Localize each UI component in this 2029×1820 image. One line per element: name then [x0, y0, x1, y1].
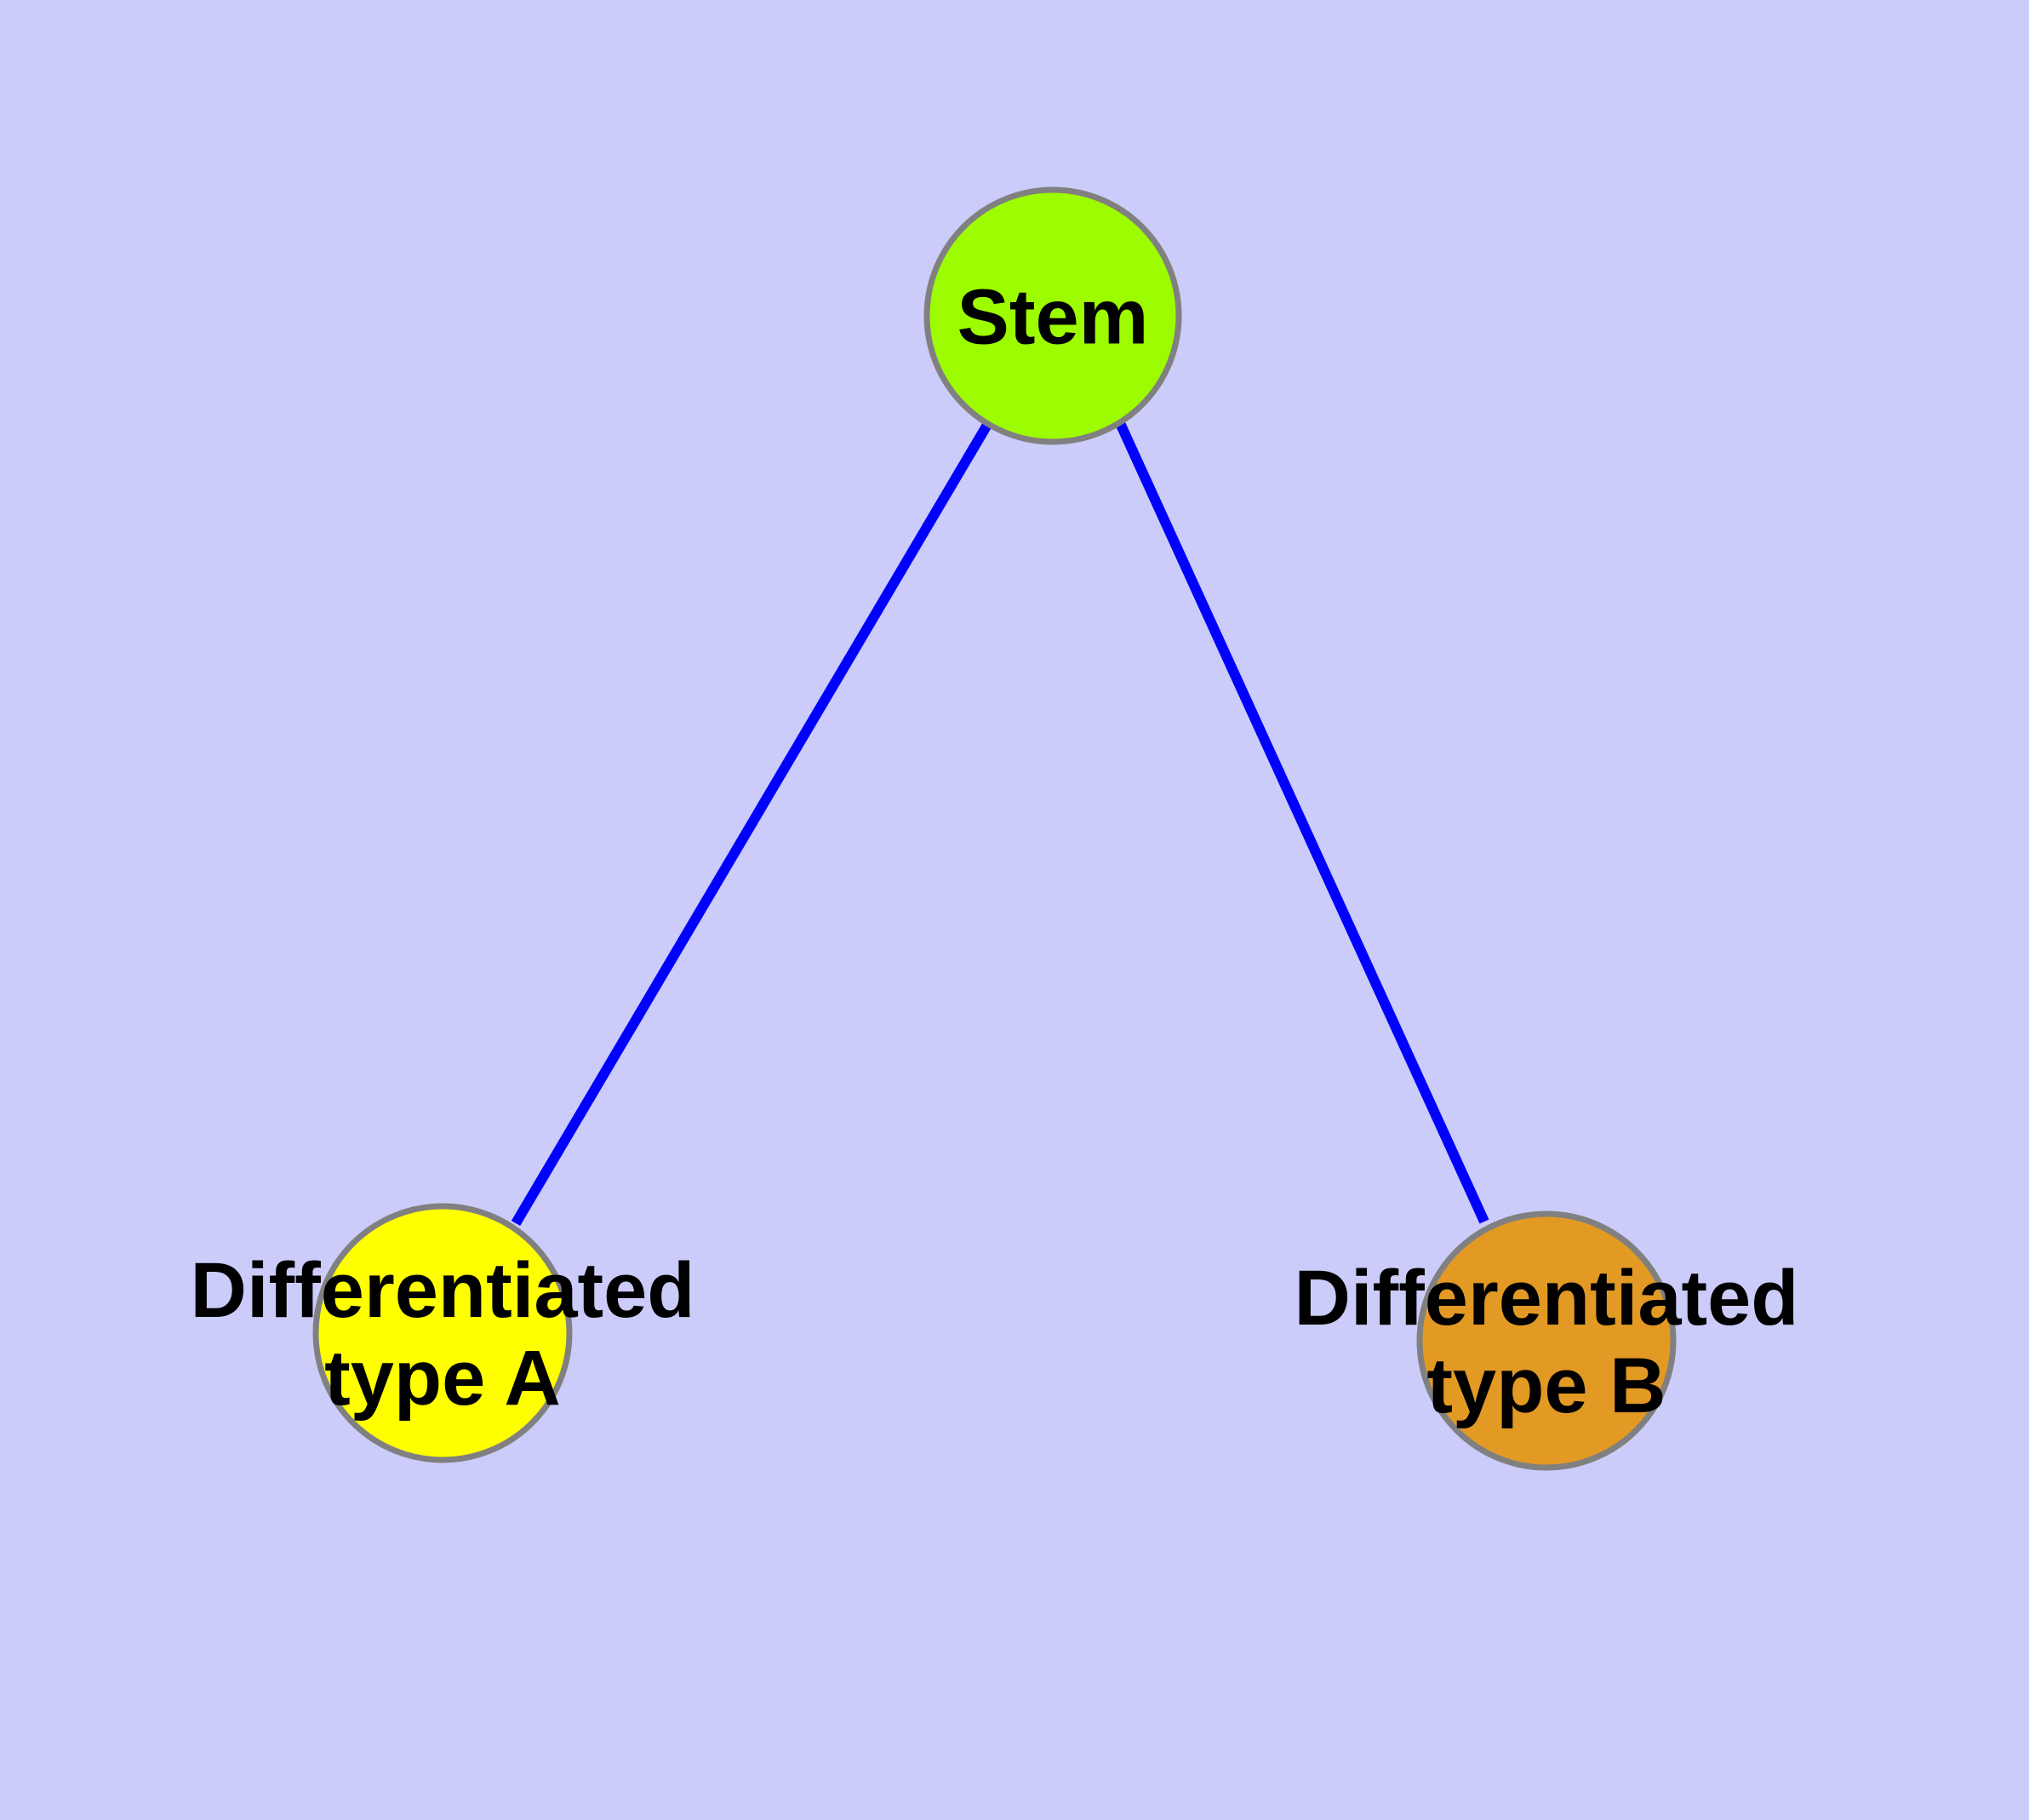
- node-circle-diff_a[interactable]: [312, 1203, 573, 1463]
- node-circle-stem[interactable]: [923, 186, 1182, 445]
- edge-stem-diff-b[interactable]: [1115, 421, 1489, 1224]
- node-label-line: type B: [1426, 1342, 1666, 1429]
- node-label-line: Differentiated: [191, 1247, 695, 1334]
- node-circle-diff_b[interactable]: [1416, 1210, 1677, 1471]
- edges-layer: [511, 421, 1489, 1227]
- node-label-stem: Stem: [957, 274, 1149, 361]
- node-stem[interactable]: Stem: [923, 186, 1182, 445]
- node-label-line: type A: [324, 1335, 561, 1422]
- node-label-line: Stem: [957, 274, 1149, 361]
- edge-stem-diff-a[interactable]: [511, 421, 992, 1227]
- node-label-line: Differentiated: [1295, 1255, 1799, 1342]
